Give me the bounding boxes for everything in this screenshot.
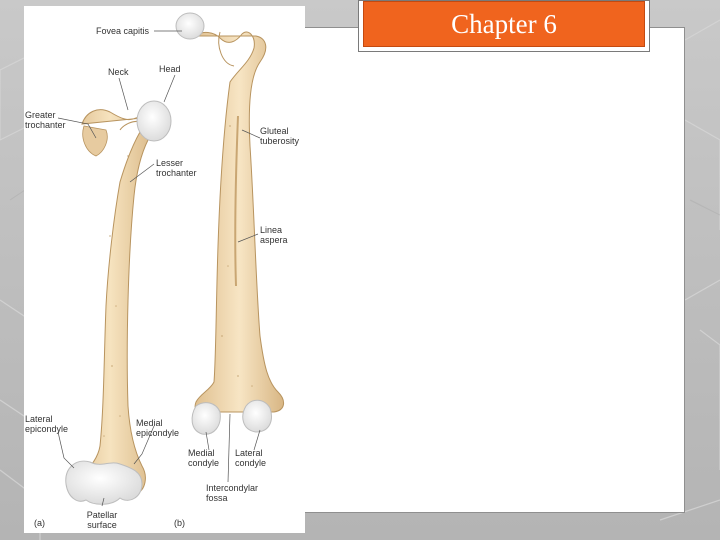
label-head: Head [159, 64, 181, 74]
label-lesser-trochanter: Lesser trochanter [156, 158, 197, 178]
label-medial-condyle: Medial condyle [188, 448, 219, 468]
label-lateral-condyle: Lateral condyle [235, 448, 266, 468]
panel-label-a: (a) [34, 518, 45, 528]
label-linea-aspera: Linea aspera [260, 225, 288, 245]
label-medial-epicondyle: Medial epicondyle [136, 418, 179, 438]
label-intercondylar-fossa: Intercondylar fossa [206, 483, 258, 503]
femur-figure: Fovea capitis Neck Head Greater trochant… [24, 6, 305, 533]
label-lateral-epicondyle: Lateral epicondyle [25, 414, 68, 434]
content-panel [304, 27, 685, 513]
label-fovea-capitis: Fovea capitis [96, 26, 149, 36]
title-banner: Chapter 6 [363, 1, 645, 47]
label-neck: Neck [108, 67, 129, 77]
title-box: Chapter 6 [358, 0, 650, 52]
femur-posterior [176, 13, 284, 434]
label-greater-trochanter: Greater trochanter [25, 110, 66, 130]
panel-label-b: (b) [174, 518, 185, 528]
slide-title: Chapter 6 [451, 9, 557, 40]
label-patellar-surface: Patellar surface [80, 510, 124, 530]
label-gluteal-tuberosity: Gluteal tuberosity [260, 126, 299, 146]
